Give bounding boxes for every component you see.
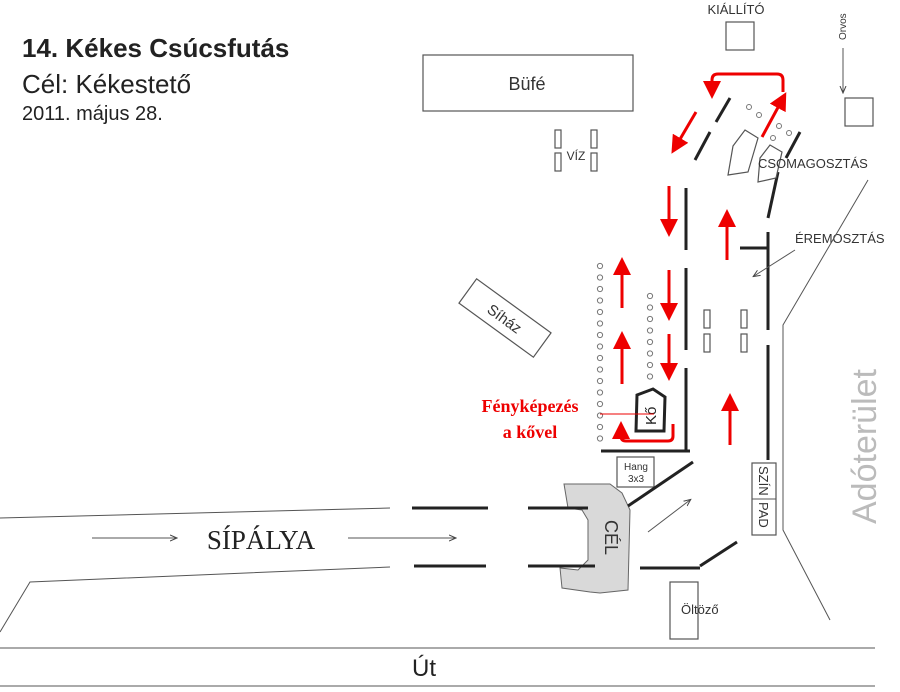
eremosztas-pointer bbox=[754, 249, 796, 276]
bufe-label: Büfé bbox=[508, 74, 545, 94]
bollard bbox=[596, 435, 604, 442]
csomagosztas-label: CSOMAGOSZTÁS bbox=[758, 156, 868, 171]
route-arrow bbox=[760, 92, 787, 138]
szinpad-label-1: SZÍN bbox=[756, 466, 771, 496]
bollard bbox=[646, 373, 654, 380]
bollard bbox=[596, 354, 604, 362]
bollard bbox=[596, 389, 604, 396]
bollard bbox=[646, 327, 654, 334]
bollard bbox=[596, 331, 604, 339]
bollard bbox=[646, 338, 654, 346]
finish-area bbox=[559, 483, 631, 594]
bollard bbox=[646, 315, 654, 323]
hang-size-label: 3x3 bbox=[628, 474, 645, 485]
map-title: 14. Kékes Csúcsfutás bbox=[22, 33, 289, 63]
cel-label: CÉL bbox=[601, 520, 621, 555]
kiallito-box bbox=[725, 21, 755, 51]
ko-stone bbox=[634, 387, 667, 433]
bollard bbox=[596, 400, 604, 408]
bollards bbox=[746, 104, 792, 141]
bollard bbox=[646, 350, 654, 357]
adoterulet-label: Adóterület bbox=[846, 368, 884, 524]
hang-box bbox=[616, 456, 655, 488]
bollard-rows bbox=[596, 262, 654, 442]
bollard bbox=[596, 343, 604, 350]
viz-label: VÍZ bbox=[567, 148, 586, 163]
adoterulet-boundary bbox=[782, 179, 869, 621]
bollard bbox=[596, 377, 604, 385]
hang-label: Hang bbox=[624, 462, 648, 473]
bollard bbox=[596, 262, 604, 270]
bollard bbox=[646, 304, 654, 311]
route-arrow-ko bbox=[612, 421, 675, 443]
ko-label: Kő bbox=[643, 407, 660, 425]
eremosztas-label: ÉREMOSZTÁS bbox=[795, 231, 885, 246]
route-arrow-loop bbox=[703, 72, 785, 99]
bollard bbox=[596, 366, 604, 373]
bollard bbox=[596, 274, 604, 281]
bollard bbox=[646, 361, 654, 369]
bollard bbox=[596, 308, 604, 316]
route-arrow bbox=[671, 111, 698, 154]
ut-label: Út bbox=[412, 655, 436, 682]
sihaz: Síház bbox=[458, 277, 552, 359]
bufe-box bbox=[422, 54, 634, 112]
oltozo-label: Öltöző bbox=[681, 602, 719, 617]
bollard bbox=[596, 320, 604, 327]
map-date: 2011. május 28. bbox=[22, 103, 163, 125]
bollard bbox=[596, 285, 604, 293]
fenykepezes-label-2: a kővel bbox=[503, 422, 558, 442]
map-subtitle: Cél: Kékestető bbox=[22, 69, 191, 99]
fenykepezes-label-1: Fényképezés bbox=[482, 396, 579, 416]
bollard bbox=[596, 423, 604, 431]
route-arrows bbox=[613, 186, 739, 445]
orvos-box bbox=[844, 97, 874, 127]
kiallito-label: KIÁLLÍTÓ bbox=[707, 2, 764, 17]
bollard bbox=[646, 292, 654, 300]
sipalya-label: SÍPÁLYA bbox=[207, 525, 316, 555]
oltozo-box bbox=[669, 581, 699, 640]
szinpad-label-2: PAD bbox=[756, 502, 771, 528]
orvos-label: Orvos bbox=[838, 13, 849, 40]
bollard bbox=[596, 297, 604, 304]
